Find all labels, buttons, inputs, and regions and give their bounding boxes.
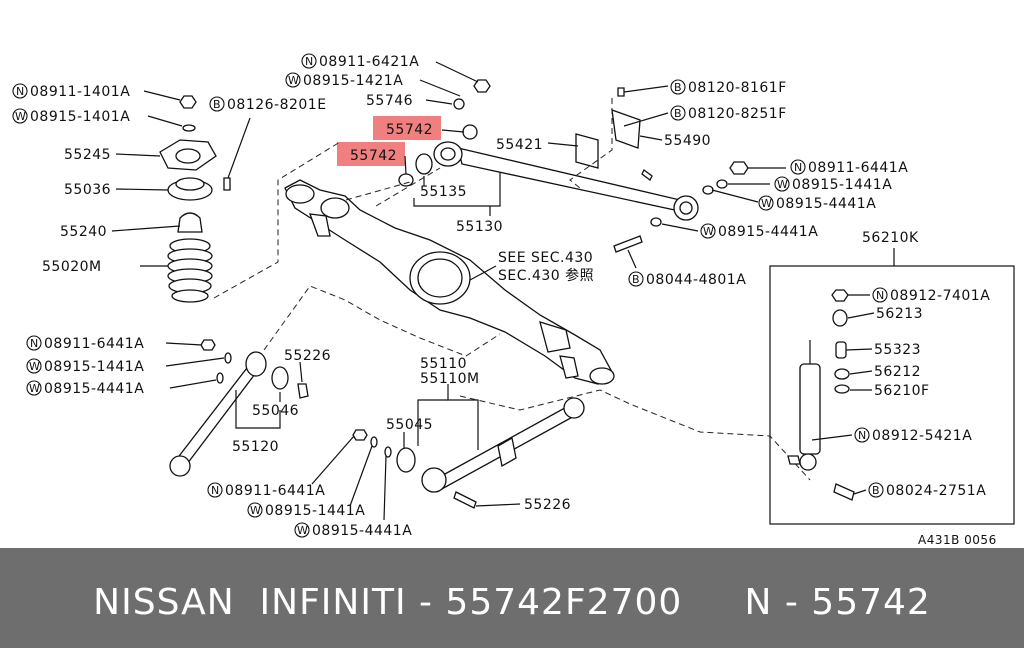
label-08915-1421a: 08915-1421A bbox=[303, 73, 403, 89]
label-55120: 55120 bbox=[232, 439, 279, 455]
footer-bar: NISSAN INFINITI - 55742F2700 N - 55742 bbox=[0, 548, 1024, 648]
leader-lines-upper bbox=[404, 61, 786, 281]
svg-text:W: W bbox=[15, 110, 26, 123]
label-55421: 55421 bbox=[496, 137, 543, 153]
label-08915-4441a-left: 08915-4441A bbox=[44, 381, 144, 397]
symbol-n: N bbox=[16, 85, 24, 98]
label-56210f: 56210F bbox=[874, 383, 930, 399]
label-55110m: 55110M bbox=[420, 371, 480, 387]
label-08024-2751a: 08024-2751A bbox=[886, 483, 986, 499]
label-56212: 56212 bbox=[874, 364, 921, 380]
svg-text:W: W bbox=[703, 225, 714, 238]
label-55036: 55036 bbox=[64, 182, 111, 198]
label-08915-1401a: 08915-1401A bbox=[30, 109, 130, 125]
label-55245: 55245 bbox=[64, 147, 111, 163]
label-08911-6441a-bottom: 08911-6441A bbox=[225, 483, 325, 499]
label-55226-upper: 55226 bbox=[284, 348, 331, 364]
label-56213: 56213 bbox=[876, 306, 923, 322]
label-55045: 55045 bbox=[386, 417, 433, 433]
label-08912-5421a: 08912-5421A bbox=[872, 428, 972, 444]
label-08915-4441a-right-1: 08915-4441A bbox=[776, 196, 876, 212]
upper-link-assembly bbox=[398, 79, 749, 253]
svg-text:W: W bbox=[250, 504, 261, 517]
label-55226-lower: 55226 bbox=[524, 497, 571, 513]
svg-text:W: W bbox=[777, 178, 788, 191]
label-55323: 55323 bbox=[874, 342, 921, 358]
svg-text:B: B bbox=[632, 273, 640, 286]
diagram-reference-code: A431B 0056 bbox=[918, 533, 997, 547]
label-sec-430-ref: SEC.430 参照 bbox=[498, 267, 594, 284]
svg-text:N: N bbox=[30, 337, 38, 350]
label-55240: 55240 bbox=[60, 224, 107, 240]
shock-absorber bbox=[787, 289, 855, 501]
rear-axle-housing bbox=[284, 179, 615, 385]
svg-text:B: B bbox=[674, 81, 682, 94]
label-55046: 55046 bbox=[252, 403, 299, 419]
dashed-leader-lower-right bbox=[459, 389, 811, 481]
label-55742-upper: 55742 bbox=[386, 122, 433, 138]
lower-left-link bbox=[169, 339, 309, 477]
dashed-leader-lower-left bbox=[263, 285, 501, 357]
svg-text:W: W bbox=[29, 360, 40, 373]
label-55742-lower: 55742 bbox=[350, 148, 397, 164]
parts-diagram: N W B N W B B N W W W B N N B N W W N W … bbox=[12, 53, 1015, 547]
label-55110: 55110 bbox=[420, 356, 467, 372]
lower-right-link bbox=[352, 397, 585, 509]
label-55020m: 55020M bbox=[42, 259, 102, 275]
svg-text:N: N bbox=[211, 484, 219, 497]
label-08911-6441a-right: 08911-6441A bbox=[808, 160, 908, 176]
svg-text:N: N bbox=[794, 161, 802, 174]
label-55746: 55746 bbox=[366, 93, 413, 109]
svg-text:W: W bbox=[761, 197, 772, 210]
svg-text:W: W bbox=[288, 74, 299, 87]
label-see-sec-430: SEE SEC.430 bbox=[498, 250, 593, 266]
label-08915-1441a-bottom: 08915-1441A bbox=[265, 503, 365, 519]
svg-text:N: N bbox=[305, 55, 313, 68]
strut-spring-assembly bbox=[159, 95, 231, 303]
svg-text:W: W bbox=[29, 382, 40, 395]
highlight-55742-upper bbox=[373, 116, 441, 140]
footer-part-info: NISSAN INFINITI - 55742F2700 N - 55742 bbox=[93, 582, 931, 623]
label-08120-8251f: 08120-8251F bbox=[688, 106, 787, 122]
label-55130: 55130 bbox=[456, 219, 503, 235]
label-08912-7401a: 08912-7401A bbox=[890, 288, 990, 304]
label-08911-6421a: 08911-6421A bbox=[319, 54, 419, 70]
part-labels: 08911-1401A 08915-1401A 55245 55036 5524… bbox=[30, 54, 997, 547]
label-08911-1401a: 08911-1401A bbox=[30, 84, 130, 100]
label-55490: 55490 bbox=[664, 133, 711, 149]
shock-absorber-box bbox=[769, 265, 1015, 525]
label-08915-4441a-right-2: 08915-4441A bbox=[718, 224, 818, 240]
highlight-55742-lower bbox=[337, 142, 405, 166]
symbol-circles: N W B N W B B N W W W B N N B N W W N W … bbox=[12, 53, 888, 538]
label-55135: 55135 bbox=[420, 184, 467, 200]
svg-text:B: B bbox=[674, 107, 682, 120]
label-08915-1441a-left: 08915-1441A bbox=[44, 359, 144, 375]
label-56210k: 56210K bbox=[862, 230, 919, 246]
dashed-leader-upper bbox=[569, 98, 613, 189]
svg-text:N: N bbox=[876, 289, 884, 302]
leader-lines-shock bbox=[811, 294, 875, 495]
svg-text:N: N bbox=[858, 429, 866, 442]
label-08126-8201e: 08126-8201E bbox=[227, 97, 327, 113]
svg-text:B: B bbox=[872, 484, 880, 497]
leader-lines-left bbox=[111, 90, 251, 267]
label-08915-1441a-right: 08915-1441A bbox=[792, 177, 892, 193]
svg-text:W: W bbox=[297, 524, 308, 537]
label-08044-4801a: 08044-4801A bbox=[646, 272, 746, 288]
label-08120-8161f: 08120-8161F bbox=[688, 80, 787, 96]
label-08911-6441a-left: 08911-6441A bbox=[44, 336, 144, 352]
leader-lines-lower-left bbox=[165, 342, 303, 429]
label-08915-4441a-bottom: 08915-4441A bbox=[312, 523, 412, 539]
svg-text:B: B bbox=[213, 98, 221, 111]
dashed-leader-strut bbox=[213, 141, 341, 299]
leader-lines-lower-right bbox=[311, 384, 521, 521]
